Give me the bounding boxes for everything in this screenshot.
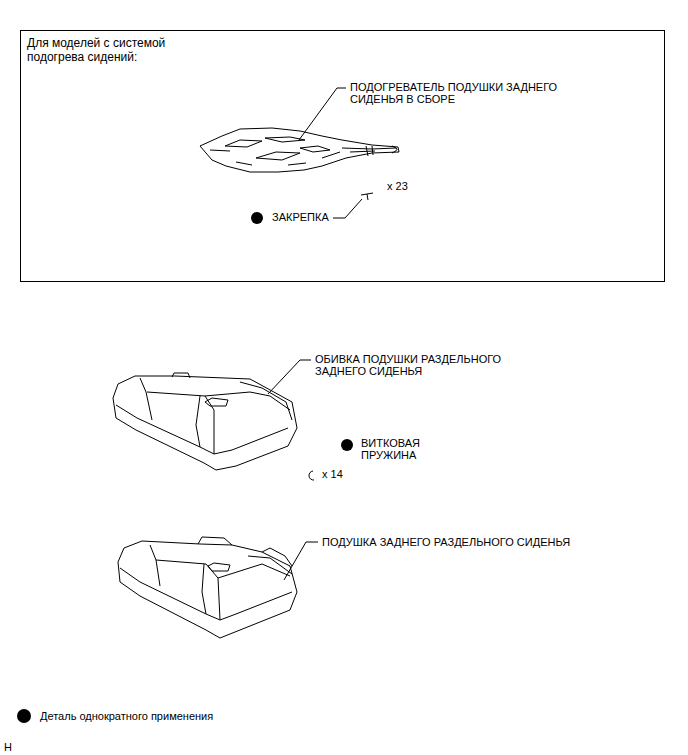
seat-cushion — [208, 563, 230, 571]
seat-cushion-cover — [196, 392, 290, 447]
seat-cushion — [118, 537, 297, 638]
seat-cushion — [198, 537, 232, 545]
single-use-dot — [251, 212, 263, 224]
quantity-label: x 23 — [387, 180, 408, 192]
seat-heater — [342, 148, 396, 152]
condition-frame: Для моделей с системой подогрева сидений… — [20, 30, 665, 282]
coil-spring — [309, 471, 314, 480]
part-label: ПОДУШКА ЗАДНЕГО РАЗДЕЛЬНОГО СИДЕНЬЯ — [322, 536, 570, 548]
seat-cushion — [248, 548, 292, 574]
part-label: ПОДОГРЕВАТЕЛЬ ПОДУШКИ ЗАДНЕГО СИДЕНЬЯ В … — [350, 81, 590, 105]
seat-heater — [200, 128, 399, 172]
legend-text: Деталь однократного применения — [40, 710, 213, 722]
leader-line — [268, 360, 311, 394]
clip — [361, 193, 373, 200]
leader-line — [333, 199, 362, 218]
part-label: ЗАКРЕПКА — [272, 211, 329, 223]
seat-heater — [200, 128, 399, 172]
seat-cushion — [202, 564, 290, 614]
seat-cushion — [118, 541, 297, 638]
seat-cushion-cover — [140, 378, 214, 454]
seat-cushion-cover — [240, 382, 292, 420]
single-use-dot — [341, 439, 353, 451]
quantity-label: x 14 — [322, 468, 343, 480]
seat-heater — [366, 146, 373, 156]
part-label: ОБИВКА ПОДУШКИ РАЗДЕЛЬНОГО ЗАДНЕГО СИДЕН… — [315, 353, 530, 377]
legend-dot — [17, 709, 31, 723]
leader-line — [268, 88, 362, 580]
seat-cushion-cover — [113, 376, 297, 470]
clip — [361, 193, 373, 200]
seat-heater — [300, 146, 330, 152]
seat-cushion-cover — [116, 405, 288, 454]
single-use-dot — [251, 212, 353, 451]
part-label: ВИТКОВАЯ ПРУЖИНА — [361, 437, 436, 461]
seat-heater — [256, 152, 300, 160]
quantity-label: H — [4, 741, 12, 753]
seat-heater — [392, 146, 397, 153]
seat-cushion-cover — [205, 398, 228, 406]
seat-cushion — [150, 545, 220, 620]
condition-heading: Для моделей с системой подогрева сидений… — [27, 36, 192, 64]
seat-cushion-cover — [113, 373, 297, 470]
seat-cushion-cover — [172, 373, 190, 378]
coil-spring — [309, 471, 314, 480]
leader-line — [299, 88, 346, 140]
seat-heater — [210, 150, 340, 165]
seat-heater — [225, 140, 262, 147]
